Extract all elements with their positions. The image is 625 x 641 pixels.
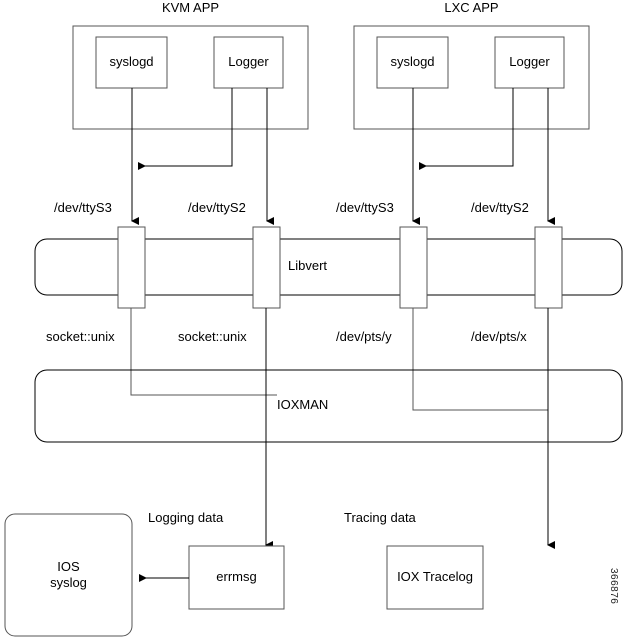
ios-syslog-line-2: syslog [50, 575, 87, 590]
libvert-port-kvm-ttys2 [252, 226, 281, 309]
lxc-app-container [353, 25, 590, 130]
ios-syslog-box [4, 513, 133, 637]
lxc-app-title: LXC APP [444, 0, 499, 15]
libvert-port-kvm-ttys3 [117, 226, 146, 309]
port-label-lxc-ttys3: /dev/ttyS3 [336, 200, 394, 215]
figure-number: 366876 [608, 568, 619, 605]
port-bottom-label-lxc-ttys3: /dev/pts/y [336, 329, 392, 344]
kvm-logger-to-syslogd-line [138, 88, 233, 170]
port-bottom-label-lxc-ttys2: /dev/pts/x [471, 329, 527, 344]
iox-tracelog-box [386, 545, 484, 610]
kvm-syslogd-label: syslogd [109, 54, 154, 70]
port-label-kvm-ttys3: /dev/ttyS3 [54, 200, 112, 215]
libvert-port-lxc-ttys3 [399, 226, 428, 309]
lxc-syslogd-box [376, 36, 449, 89]
errmsg-label: errmsg [216, 569, 257, 585]
lxc-logger-label: Logger [509, 54, 550, 70]
lxc-logger-box [494, 36, 565, 89]
kvm-app-container [72, 25, 309, 130]
port-bottom-label-kvm-ttys3: socket::unix [46, 329, 115, 344]
edge-kvm-ttys3-to-ioxman [130, 308, 277, 396]
kvm-logger-box [213, 36, 284, 89]
port-label-lxc-ttys2: /dev/ttyS2 [471, 200, 529, 215]
ios-syslog-line-1: IOS [57, 558, 80, 574]
ioxman-box [34, 369, 623, 443]
iox-tracelog-label: IOX Tracelog [397, 569, 473, 585]
ioxman-label: IOXMAN [277, 397, 329, 412]
logging-data-edge-label: Logging data [148, 510, 224, 525]
libvert-port-lxc-ttys2 [534, 226, 563, 309]
lxc-syslogd-label: syslogd [390, 54, 435, 70]
port-label-kvm-ttys2: /dev/ttyS2 [188, 200, 246, 215]
lxc-logger-to-syslogd-line [419, 88, 514, 170]
edge-lxc-ttys3-to-ioxman [412, 308, 548, 411]
tracing-data-edge-label: Tracing data [344, 510, 416, 525]
kvm-logger-label: Logger [228, 54, 269, 70]
errmsg-box [188, 545, 285, 610]
libvert-label: Libvert [288, 258, 328, 273]
kvm-app-title: KVM APP [161, 0, 220, 15]
libvert-box [34, 238, 623, 296]
port-bottom-label-kvm-ttys2: socket::unix [178, 329, 247, 344]
ios-syslog-label: IOS syslog [5, 514, 132, 636]
